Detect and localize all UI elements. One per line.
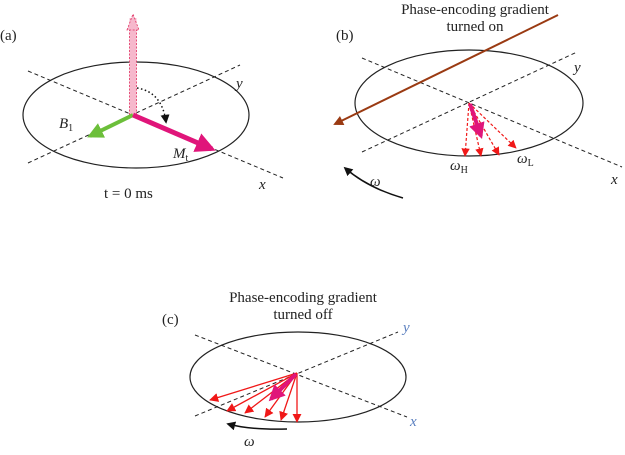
x-axis-line (361, 57, 623, 168)
b1-label: B1 (59, 116, 73, 134)
omega-h-label: ωH (450, 158, 468, 176)
y-axis-line (194, 331, 399, 417)
panel-c-title-line2: turned off (273, 307, 332, 323)
x-axis-label: x (258, 177, 266, 193)
longitudinal-arrowhead (126, 12, 140, 31)
y-axis-label: y (572, 60, 581, 76)
panel-b: Phase-encoding gradient turned on (b) ωH… (333, 2, 623, 199)
panel-c-title-line1: Phase-encoding gradient (229, 290, 378, 306)
omega-l-label: ωL (517, 151, 534, 169)
x-axis-label: x (610, 172, 618, 188)
x-axis-label: x (409, 414, 417, 430)
spin-vector (209, 372, 298, 402)
b1-field-arrow (87, 113, 134, 138)
precession-arrow (343, 166, 404, 199)
spin-vector (226, 372, 298, 412)
panel-c: Phase-encoding gradient turned off (c) y… (162, 290, 417, 450)
time-label: t = 0 ms (104, 186, 153, 202)
spin-vector-low (468, 102, 517, 149)
spin-vector (279, 372, 298, 421)
net-magnetization-arrow (468, 103, 485, 140)
y-axis-line (361, 51, 578, 153)
precession-arrow (226, 421, 288, 431)
omega-label: ω (370, 174, 381, 190)
y-axis-line (27, 64, 241, 164)
spin-vector-high (461, 102, 470, 157)
panel-a-label: (a) (0, 28, 17, 44)
panel-a: (a) B1 Mt y x t = 0 ms (0, 12, 284, 202)
panel-c-label: (c) (162, 312, 179, 328)
mt-label: Mt (172, 146, 189, 164)
panel-b-title-line2: turned on (446, 19, 504, 35)
panel-b-label: (b) (336, 28, 354, 44)
gradient-arrow (333, 14, 559, 125)
net-magnetization-arrow (268, 372, 298, 402)
y-axis-label: y (401, 320, 410, 336)
panel-b-title-line1: Phase-encoding gradient (401, 2, 550, 18)
x-axis-line (194, 334, 408, 418)
omega-label: ω (244, 434, 255, 450)
y-axis-label: y (234, 76, 243, 92)
transverse-magnetization-arrow (132, 112, 216, 152)
